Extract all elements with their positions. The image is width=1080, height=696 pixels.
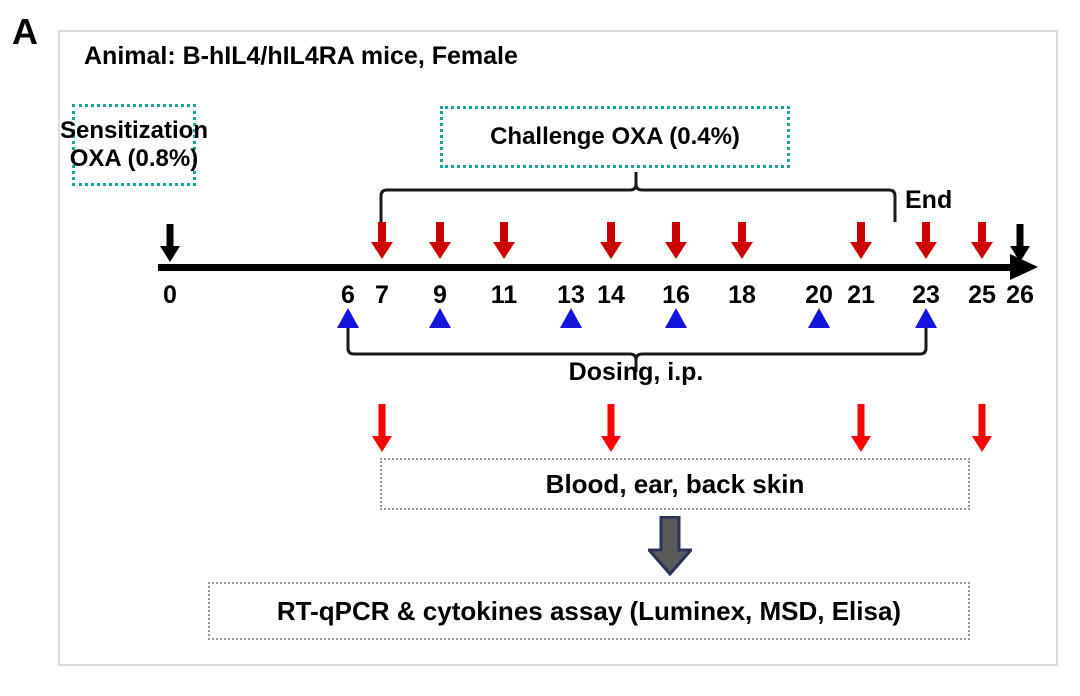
timeline-axis xyxy=(158,264,1018,271)
timeline-tick-20: 20 xyxy=(805,281,833,309)
challenge-box: Challenge OXA (0.4%) xyxy=(440,106,790,168)
dosing-label: Dosing, i.p. xyxy=(568,358,704,386)
sensitization-line1: Sensitization xyxy=(59,117,209,145)
dosing-marker-day-6 xyxy=(337,308,359,328)
challenge-arrow-day-21 xyxy=(850,222,872,264)
panel-letter: A xyxy=(12,11,38,52)
timeline-tick-13: 13 xyxy=(557,281,585,309)
challenge-arrow-day-25 xyxy=(971,222,993,264)
challenge-label: Challenge OXA (0.4%) xyxy=(490,123,740,151)
sampling-arrow-day-21 xyxy=(850,404,872,454)
timeline-tick-11: 11 xyxy=(490,281,518,309)
sampling-arrow-day-14 xyxy=(600,404,622,454)
assay-label: RT-qPCR & cytokines assay (Luminex, MSD,… xyxy=(276,595,902,626)
animal-description: Animal: B-hIL4/hIL4RA mice, Female xyxy=(84,42,518,70)
timeline-tick-6: 6 xyxy=(341,281,355,309)
challenge-arrow-day-14 xyxy=(600,222,622,264)
event-arrow-day-0 xyxy=(159,224,181,266)
challenge-arrow-day-11 xyxy=(493,222,515,264)
sampling-label: Blood, ear, back skin xyxy=(545,468,805,499)
challenge-arrow-day-23 xyxy=(915,222,937,264)
end-label: End xyxy=(905,186,953,214)
challenge-arrow-day-18 xyxy=(731,222,753,264)
event-arrow-day-26 xyxy=(1009,224,1031,266)
dosing-marker-day-20 xyxy=(808,308,830,328)
sampling-arrow-day-7 xyxy=(371,404,393,454)
timeline-tick-18: 18 xyxy=(728,281,756,309)
dosing-marker-day-23 xyxy=(915,308,937,328)
timeline-tick-26: 26 xyxy=(1006,281,1034,309)
challenge-arrow-day-16 xyxy=(665,222,687,264)
timeline-tick-16: 16 xyxy=(662,281,690,309)
challenge-arrow-day-9 xyxy=(429,222,451,264)
timeline-tick-0: 0 xyxy=(163,281,177,309)
timeline-tick-23: 23 xyxy=(912,281,940,309)
timeline-tick-14: 14 xyxy=(597,281,625,309)
timeline-tick-21: 21 xyxy=(847,281,875,309)
sampling-arrow-day-25 xyxy=(971,404,993,454)
sensitization-line2: OXA (0.8%) xyxy=(69,145,199,172)
assay-box: RT-qPCR & cytokines assay (Luminex, MSD,… xyxy=(208,582,970,640)
sensitization-box: Sensitization OXA (0.8%) xyxy=(60,104,208,186)
sampling-box: Blood, ear, back skin xyxy=(380,458,970,510)
challenge-arrow-day-7 xyxy=(371,222,393,264)
dosing-marker-day-13 xyxy=(560,308,582,328)
timeline-tick-7: 7 xyxy=(375,281,389,309)
flow-block-arrow xyxy=(648,516,692,576)
dosing-marker-day-9 xyxy=(429,308,451,328)
timeline-tick-25: 25 xyxy=(968,281,996,309)
dosing-marker-day-16 xyxy=(665,308,687,328)
timeline-tick-9: 9 xyxy=(433,281,447,309)
